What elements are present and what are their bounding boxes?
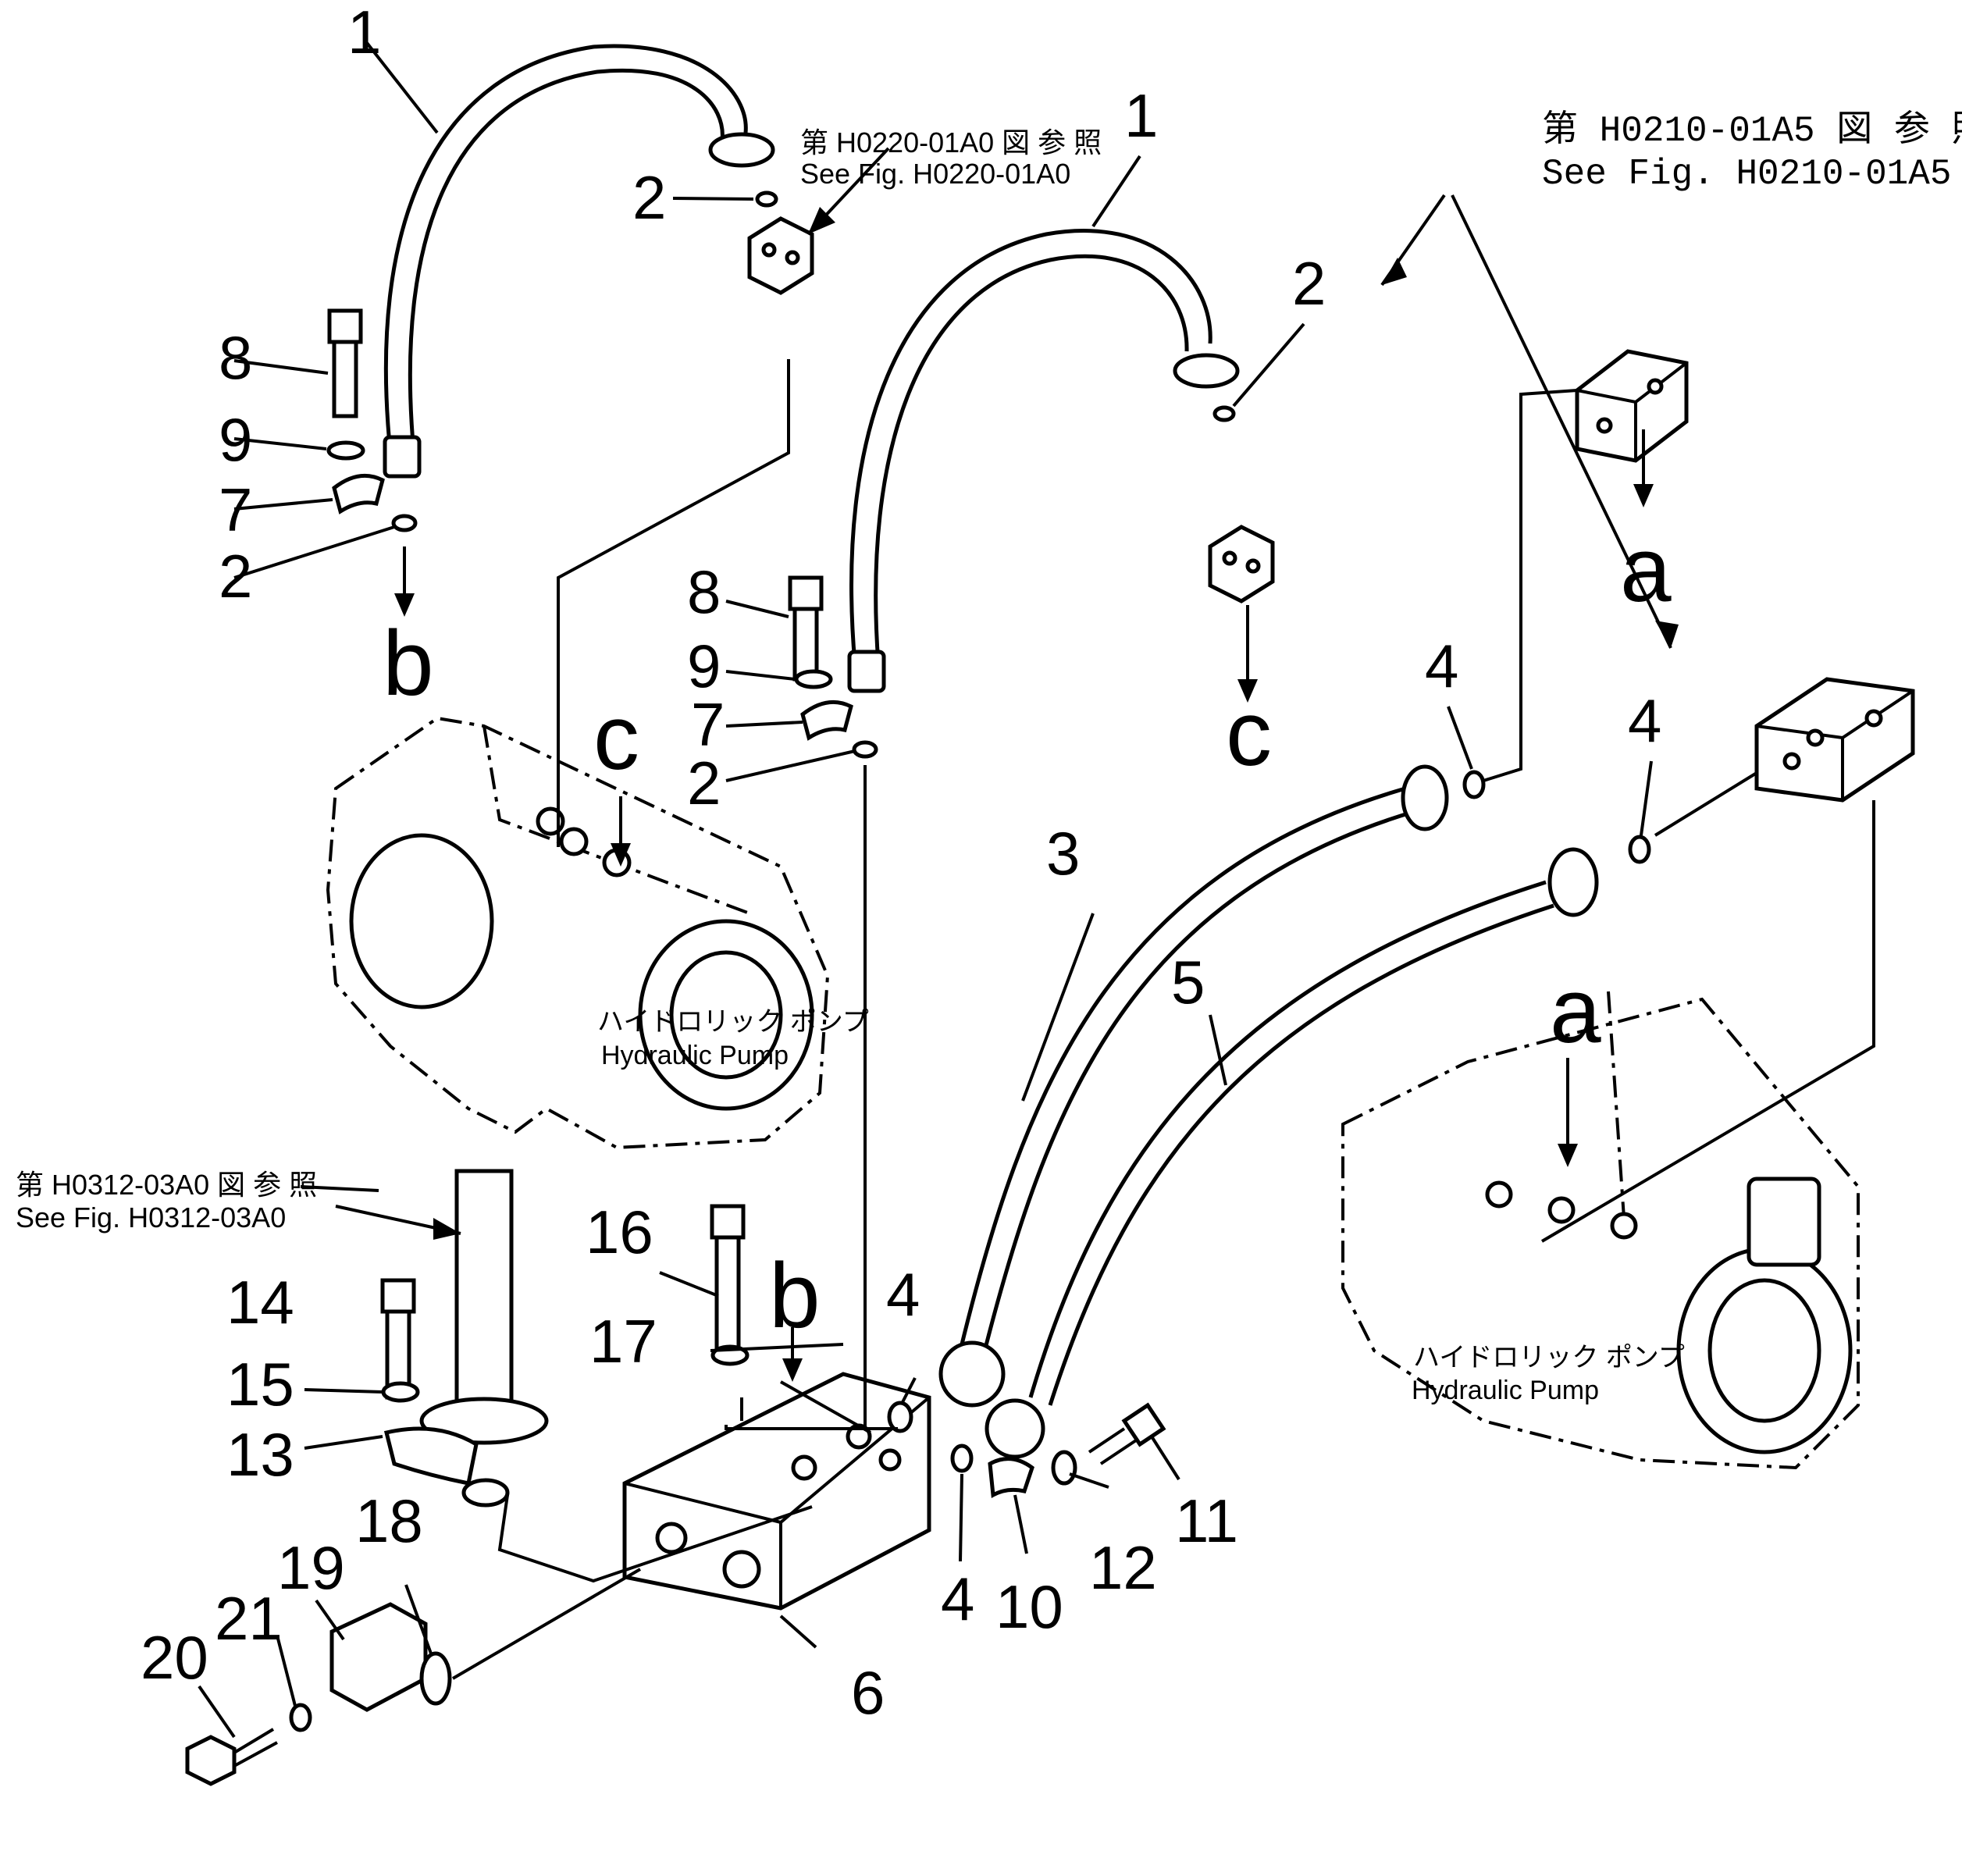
callout-4-bottom: 4 bbox=[941, 1565, 974, 1633]
callout-9-mid: 9 bbox=[687, 632, 721, 700]
callout-7-left: 7 bbox=[219, 475, 252, 544]
callout-2-right: 2 bbox=[1292, 249, 1326, 318]
ref-h0220-en: See Fig. H0220-01A0 bbox=[800, 158, 1070, 190]
bolt-8-mid bbox=[788, 575, 824, 682]
split-flanges bbox=[332, 473, 1034, 1499]
valve-block-upper bbox=[1575, 349, 1689, 463]
callout-6: 6 bbox=[851, 1658, 885, 1727]
callout-5: 5 bbox=[1171, 948, 1205, 1016]
ref-h0210-jp: 第 H0210-01A5 図 参 照 bbox=[1542, 110, 1962, 151]
pump-right-label-jp: ハイドロリック ポンプ bbox=[1413, 1343, 1685, 1372]
bolt-11 bbox=[1088, 1402, 1166, 1465]
hydraulic-pump-right bbox=[1341, 991, 1860, 1470]
bolt-20 bbox=[185, 1728, 278, 1786]
ref-h0312-jp: 第 H0312-03A0 図 参 照 bbox=[16, 1169, 317, 1201]
leader-lines bbox=[198, 41, 1875, 1739]
hydraulic-pump-left bbox=[326, 716, 830, 1150]
callout-2-mid-bottom: 2 bbox=[687, 749, 721, 817]
pump-right-label-en: Hydraulic Pump bbox=[1412, 1376, 1599, 1405]
hose-1-left bbox=[383, 44, 775, 479]
pump-left-label-jp: ハイドロリック ポンプ bbox=[597, 1007, 869, 1037]
letter-c-hose: c bbox=[1226, 682, 1272, 785]
callout-16: 16 bbox=[586, 1198, 653, 1266]
callout-12: 12 bbox=[1089, 1533, 1157, 1602]
manifold-block-6 bbox=[622, 1372, 931, 1611]
callout-4-block: 4 bbox=[886, 1260, 920, 1329]
flange-block-left bbox=[747, 216, 814, 295]
callout-8-mid: 8 bbox=[687, 557, 721, 626]
o-rings bbox=[391, 190, 1651, 1706]
callout-2-left-bottom: 2 bbox=[219, 542, 252, 611]
letter-a-pump: a bbox=[1550, 959, 1601, 1063]
washers bbox=[289, 440, 1077, 1732]
callout-14: 14 bbox=[226, 1268, 294, 1337]
flange-block-right bbox=[1208, 525, 1275, 603]
hose-3 bbox=[938, 764, 1449, 1408]
callout-15: 15 bbox=[226, 1350, 294, 1419]
callout-17: 17 bbox=[589, 1307, 657, 1376]
letter-c-pump: c bbox=[593, 686, 639, 789]
callout-13: 13 bbox=[226, 1420, 294, 1489]
ref-h0312-en: See Fig. H0312-03A0 bbox=[16, 1201, 286, 1233]
callout-4-top-right: 4 bbox=[1628, 686, 1661, 755]
pump-left-label-en: Hydraulic Pump bbox=[601, 1041, 789, 1070]
hose-1-right bbox=[847, 229, 1240, 693]
letter-a-top: a bbox=[1620, 518, 1672, 621]
bolt-8-left bbox=[327, 308, 363, 418]
callout-20: 20 bbox=[141, 1623, 208, 1692]
callout-21: 21 bbox=[215, 1584, 283, 1653]
ref-h0220-jp: 第 H0220-01A0 図 参 照 bbox=[800, 126, 1102, 158]
letter-b-hose: b bbox=[383, 612, 434, 715]
callout-8-left: 8 bbox=[219, 323, 252, 392]
callout-3: 3 bbox=[1046, 819, 1080, 888]
ref-h0210-en: See Fig. H0210-01A5 bbox=[1542, 154, 1952, 194]
callout-11: 11 bbox=[1175, 1486, 1238, 1555]
callout-1-left: 1 bbox=[347, 0, 381, 66]
callout-2-top: 2 bbox=[632, 163, 666, 232]
callout-7-mid: 7 bbox=[691, 690, 725, 759]
pipe-h0312 bbox=[419, 1169, 549, 1445]
bolt-14 bbox=[380, 1278, 416, 1400]
valve-block-lower bbox=[1754, 677, 1915, 803]
cover-19 bbox=[329, 1602, 428, 1712]
callout-1-right: 1 bbox=[1124, 81, 1158, 150]
callout-19: 19 bbox=[277, 1533, 345, 1602]
callout-4-top-left: 4 bbox=[1425, 632, 1458, 700]
letter-b-block: b bbox=[769, 1244, 821, 1347]
callout-18: 18 bbox=[355, 1486, 423, 1555]
callout-10: 10 bbox=[995, 1572, 1063, 1641]
bolt-16 bbox=[710, 1204, 746, 1357]
hose-5 bbox=[985, 847, 1599, 1459]
callout-9-left: 9 bbox=[219, 405, 252, 474]
